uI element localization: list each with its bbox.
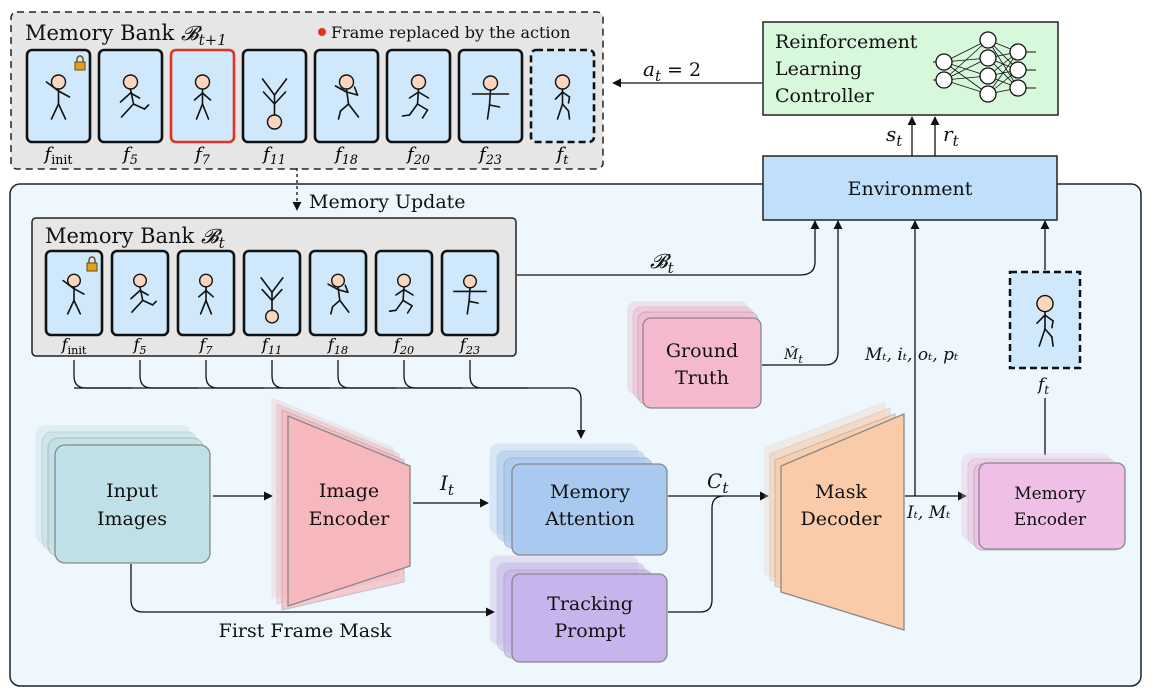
ground-truth-line-2: Truth bbox=[675, 367, 729, 389]
mask-decoder-line-2: Decoder bbox=[800, 508, 882, 530]
bottom-frame-label-7: f7 bbox=[198, 335, 213, 357]
gt-to-env-edge bbox=[762, 220, 843, 366]
memory-encoder-line-1: Memory bbox=[1014, 484, 1086, 504]
rl-controller bbox=[762, 21, 1059, 116]
ct-label: Ct bbox=[707, 469, 729, 497]
memory-attention-stack bbox=[489, 443, 668, 556]
current-frame-label: ft bbox=[1036, 375, 1049, 397]
bottom-frame-label-18: f18 bbox=[327, 335, 348, 357]
mask-decoder-shape bbox=[764, 401, 905, 631]
neural-network-icon bbox=[933, 31, 1036, 103]
bank-edge-label: 𝓑t bbox=[650, 249, 675, 277]
action-label: at = 2 bbox=[643, 57, 701, 85]
top-frame-20: f20 bbox=[385, 48, 452, 167]
rl-line-1: Reinforcement bbox=[775, 31, 918, 53]
memory-attention-line-2: Attention bbox=[544, 508, 635, 530]
top-frame-t: ft bbox=[529, 48, 596, 167]
input-images-line-1: Input bbox=[106, 480, 158, 502]
bottom-frame-label-23: f23 bbox=[459, 335, 480, 357]
mask-decoder-line-1: Mask bbox=[815, 481, 868, 503]
top-frame-11: f11 bbox=[241, 48, 308, 167]
bottom-frame-5: f5 bbox=[110, 249, 170, 357]
bottom-frame-init: finit bbox=[44, 249, 104, 357]
top-frame-label-23: f23 bbox=[477, 144, 502, 167]
image-encoder-line-2: Encoder bbox=[309, 508, 391, 530]
replaced-legend-text: Frame replaced by the action bbox=[331, 23, 570, 42]
it-label: It bbox=[439, 471, 455, 499]
bottom-frame-7: f7 bbox=[176, 249, 236, 357]
input-images-line-2: Images bbox=[97, 508, 167, 530]
tracking-prompt-line-1: Tracking bbox=[547, 593, 633, 615]
gt-edge-label: M̂t bbox=[783, 345, 803, 366]
bottom-frame-20: f20 bbox=[374, 249, 434, 357]
bottom-bank-title: Memory Bank 𝓑t bbox=[45, 224, 226, 252]
rl-line-2: Learning bbox=[775, 58, 862, 80]
state-label: st bbox=[886, 122, 903, 150]
bottom-frame-label-20: f20 bbox=[393, 335, 414, 357]
top-frame-5: f5 bbox=[97, 48, 164, 167]
bank-to-env-edge bbox=[517, 220, 820, 276]
top-frame-init: finit bbox=[25, 48, 92, 167]
bottom-frame-23: f23 bbox=[440, 249, 500, 357]
memory-encoder-stack bbox=[961, 453, 1126, 551]
ground-truth-stack bbox=[627, 301, 762, 409]
reward-label: rt bbox=[943, 122, 960, 150]
environment-label: Environment bbox=[848, 178, 973, 200]
input-images-stack bbox=[35, 425, 211, 564]
tracking-prompt-stack bbox=[489, 555, 668, 663]
environment-box bbox=[762, 155, 1058, 221]
itmt-label: Iₜ, Mₜ bbox=[906, 503, 951, 523]
bottom-bank-frames: finit f5 f7 f11 f18 f20 f23 bbox=[44, 249, 500, 357]
top-bank-title: Memory Bank 𝓑t+1 bbox=[25, 21, 227, 49]
bottom-frame-18: f18 bbox=[308, 249, 368, 357]
current-frame-figure bbox=[1036, 294, 1054, 347]
image-encoder-shape bbox=[271, 397, 411, 611]
top-frame-18: f18 bbox=[313, 48, 380, 167]
decoder-out-label: Mₜ, iₜ, oₜ, pₜ bbox=[864, 345, 959, 365]
bottom-frame-11: f11 bbox=[242, 249, 302, 357]
tracking-prompt-line-2: Prompt bbox=[554, 620, 625, 642]
memory-encoder-line-2: Encoder bbox=[1014, 510, 1087, 530]
prompt-to-decoder-edge bbox=[668, 495, 725, 613]
input-to-prompt-edge bbox=[130, 564, 495, 617]
bottom-frame-label-init: finit bbox=[61, 335, 87, 357]
first-frame-mask-label: First Frame Mask bbox=[219, 620, 392, 642]
bottom-frame-label-5: f5 bbox=[132, 335, 146, 357]
memory-update-label: Memory Update bbox=[309, 191, 466, 213]
replaced-legend-dot bbox=[318, 28, 326, 36]
memory-attention-line-1: Memory bbox=[550, 481, 630, 503]
top-frame-23: f23 bbox=[457, 48, 524, 167]
ground-truth-line-1: Ground bbox=[666, 340, 738, 362]
bank-feed-lines bbox=[73, 360, 582, 410]
image-encoder-line-1: Image bbox=[319, 480, 379, 502]
top-frame-7: f7 bbox=[169, 48, 236, 167]
bottom-frame-label-11: f11 bbox=[261, 335, 282, 357]
rl-line-3: Controller bbox=[775, 85, 875, 107]
